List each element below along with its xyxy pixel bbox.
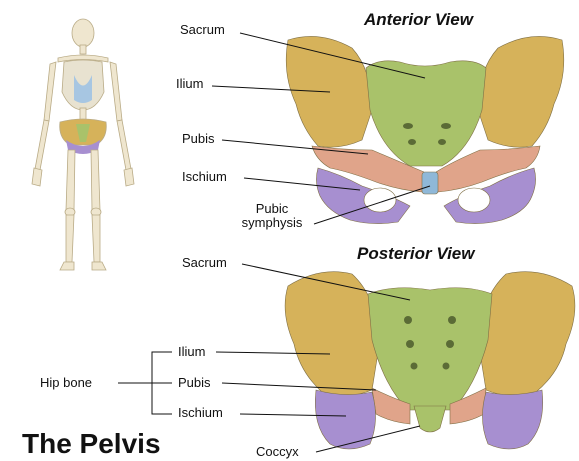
label-anterior-sacrum: Sacrum bbox=[180, 23, 225, 37]
anterior-obturator-right bbox=[458, 188, 490, 212]
left-tibia bbox=[66, 215, 74, 262]
posterior-pelvis-illustration bbox=[285, 272, 575, 449]
posterior-sacral-foramen bbox=[406, 340, 414, 348]
left-humerus bbox=[44, 62, 56, 121]
page-title: The Pelvis bbox=[22, 428, 161, 460]
right-tibia bbox=[92, 215, 100, 262]
left-foot bbox=[60, 262, 74, 270]
label-posterior-sacrum: Sacrum bbox=[182, 256, 227, 270]
left-femur bbox=[66, 150, 75, 210]
label-pubic-symphysis-line2: symphysis bbox=[224, 216, 320, 230]
anterior-sacrum bbox=[366, 61, 486, 166]
posterior-sacral-foramen bbox=[448, 316, 456, 324]
skull bbox=[72, 19, 94, 47]
label-pubic-symphysis-line1: Pubic bbox=[224, 202, 320, 216]
full-skeleton-figure bbox=[32, 19, 134, 270]
posterior-sacral-foramen bbox=[443, 363, 450, 370]
label-anterior-ischium: Ischium bbox=[182, 170, 227, 184]
label-posterior-ischium: Ischium bbox=[178, 406, 223, 420]
label-anterior-pubis: Pubis bbox=[182, 132, 215, 146]
anterior-pubic-symphysis bbox=[422, 172, 438, 194]
anterior-sacral-foramen bbox=[438, 139, 446, 145]
left-hand bbox=[32, 168, 42, 186]
anterior-sacral-foramen bbox=[441, 123, 451, 129]
posterior-sacral-foramen bbox=[404, 316, 412, 324]
anterior-view-heading: Anterior View bbox=[364, 10, 473, 30]
anterior-ilium-right bbox=[478, 36, 564, 147]
posterior-ilium-right bbox=[478, 272, 575, 396]
posterior-sacral-foramen bbox=[446, 340, 454, 348]
label-posterior-ilium: Ilium bbox=[178, 345, 205, 359]
label-posterior-coccyx: Coccyx bbox=[256, 445, 299, 459]
label-posterior-pubis: Pubis bbox=[178, 376, 211, 390]
right-femur bbox=[91, 150, 100, 210]
posterior-coccyx bbox=[414, 406, 446, 432]
label-hip-bone: Hip bone bbox=[40, 376, 92, 390]
posterior-view-heading: Posterior View bbox=[357, 244, 474, 264]
neck bbox=[80, 45, 86, 54]
posterior-sacral-foramen bbox=[411, 363, 418, 370]
posterior-ischium-right bbox=[482, 390, 542, 449]
posterior-ischium-left bbox=[315, 390, 375, 449]
label-anterior-ilium: Ilium bbox=[176, 77, 203, 91]
label-pubic-symphysis: Pubic symphysis bbox=[224, 202, 320, 230]
anterior-pelvis-illustration bbox=[286, 36, 564, 223]
hip-bone-bracket bbox=[118, 352, 172, 414]
posterior-sacrum bbox=[368, 288, 492, 410]
right-hand bbox=[124, 168, 134, 186]
anterior-sacral-foramen bbox=[408, 139, 416, 145]
right-forearm bbox=[117, 120, 131, 170]
right-humerus bbox=[110, 62, 122, 121]
right-foot bbox=[92, 262, 106, 270]
left-forearm bbox=[35, 120, 49, 170]
anterior-sacral-foramen bbox=[403, 123, 413, 129]
anterior-obturator-left bbox=[364, 188, 396, 212]
